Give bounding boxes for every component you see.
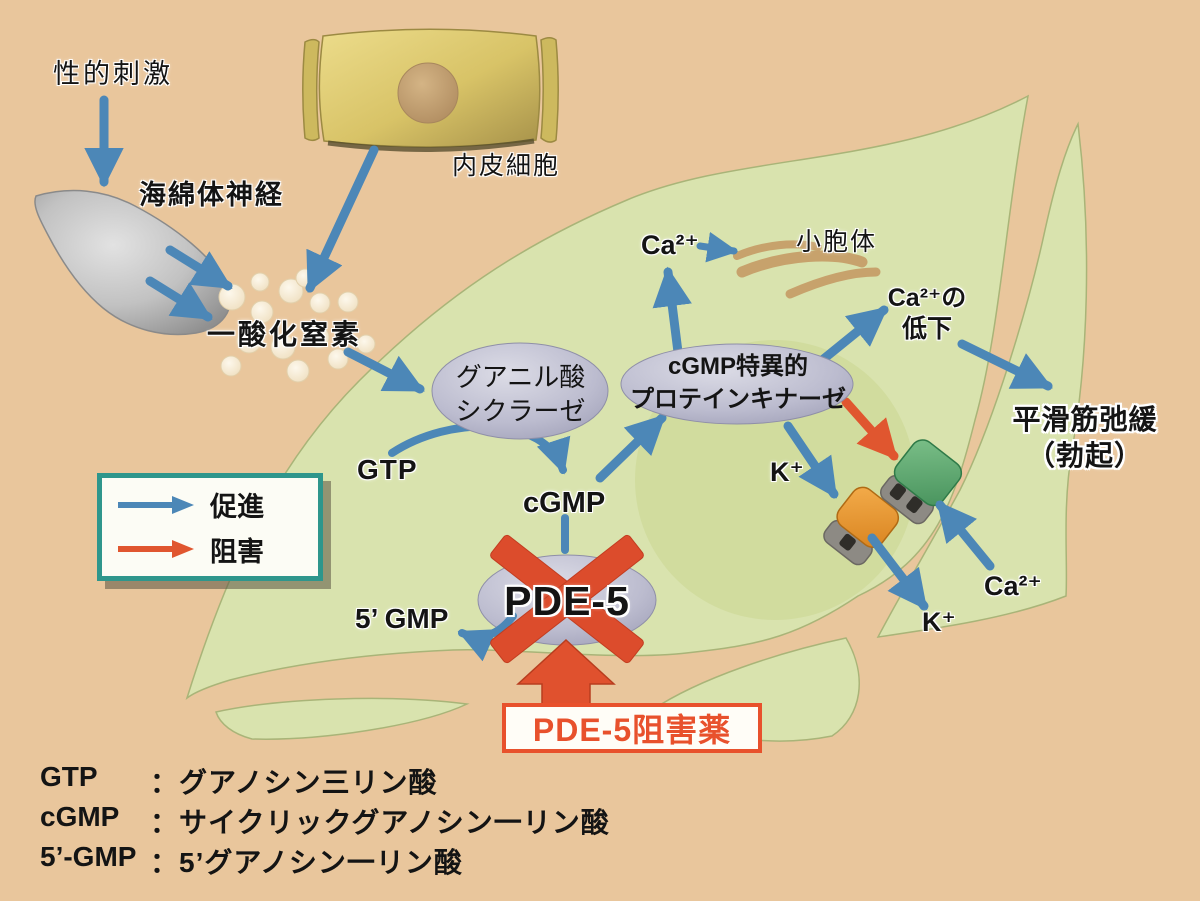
guanylate-cyclase-ellipse (431, 342, 609, 440)
legend-row-promote: 促進 (116, 485, 304, 524)
label-5gmp: 5’ GMP (355, 603, 449, 634)
bottom-cell-sliver (215, 697, 470, 740)
def-term-cgmp: cGMP (40, 801, 120, 832)
legend-promote-label: 促進 (210, 492, 264, 523)
legend-row-inhibit: 阻害 (116, 530, 304, 569)
label-cavernous-nerve: 海綿体神経 (139, 180, 284, 210)
pde5-inhibitor-label: PDE-5阻害薬 (532, 712, 732, 748)
endoplasmic-reticulum-shape (733, 240, 881, 299)
pde5-inhibitor-box: PDE-5阻害薬 (502, 703, 762, 753)
label-endoplasmic-reticulum: 小胞体 (796, 228, 878, 256)
arrow-ca-to-er (696, 231, 739, 263)
neighbour-cell-shape (876, 121, 1088, 638)
ca-channel-green (879, 439, 963, 525)
endothelial-cell-shape (302, 28, 559, 153)
arrow-k-outflow (867, 533, 929, 611)
def-text-cgmp: ：サイクリックグアノシン一リン酸 (150, 807, 610, 838)
arrow-cgmp-to-kinase (595, 413, 667, 483)
arrow-nerve-to-no-2 (145, 276, 213, 322)
arrow-pde5-to-5gmp (457, 612, 517, 662)
arrow-cadecrease-to-relaxation (957, 339, 1053, 391)
cgmp-kinase-ellipse (620, 343, 854, 425)
nitric-oxide-bubbles (218, 268, 376, 383)
arrow-nerve-to-no-1 (165, 245, 233, 291)
def-term-5gmp: 5’-GMP (40, 841, 137, 872)
promote-arrows (84, 95, 1053, 554)
def-term-gtp: GTP (40, 761, 98, 792)
label-smooth-muscle-relaxation: 平滑筋弛緩 （勃起） (1012, 404, 1158, 471)
legend-inhibit-label: 阻害 (210, 536, 264, 567)
inhibit-arrow-icon (118, 540, 194, 559)
label-nitric-oxide: 一酸化窒素 (207, 319, 363, 350)
label-ca-top: Ca²⁺ (641, 230, 699, 260)
arrow-endothelial-to-no (305, 145, 379, 293)
arrow-ca-into-channel (935, 500, 995, 571)
def-text-5gmp: ：5’グアノシン一リン酸 (150, 847, 463, 878)
label-cgmp-kinase: cGMP特異的 プロテインキナーゼ (630, 353, 846, 413)
arrow-kinase-inhibits-ca-channel (841, 397, 899, 461)
label-pde5: PDE-5 (504, 578, 630, 624)
legend: 促進 阻害 (97, 473, 323, 581)
label-guanylate-cyclase: グアニル酸 シクラーゼ (455, 362, 586, 426)
def-text-gtp: ：グアノシン三リン酸 (150, 767, 438, 798)
blocked-x-icon (490, 534, 644, 664)
label-ca-right: Ca²⁺ (984, 571, 1042, 601)
arrow-kinase-to-k-channel (783, 421, 839, 499)
label-cgmp: cGMP (523, 487, 606, 519)
label-sexual-stimulation: 性的刺激 (53, 59, 173, 89)
label-gtp: GTP (357, 454, 418, 485)
k-channel-orange (823, 486, 900, 566)
promote-arrow-icon (118, 495, 194, 514)
label-k-outside: K⁺ (922, 607, 956, 637)
label-ca-decrease: Ca²⁺の 低下 (887, 284, 967, 343)
label-k-inside: K⁺ (770, 457, 804, 487)
arrow-no-to-guanylate (343, 347, 425, 394)
label-endothelial-cell: 内皮細胞 (452, 152, 561, 180)
